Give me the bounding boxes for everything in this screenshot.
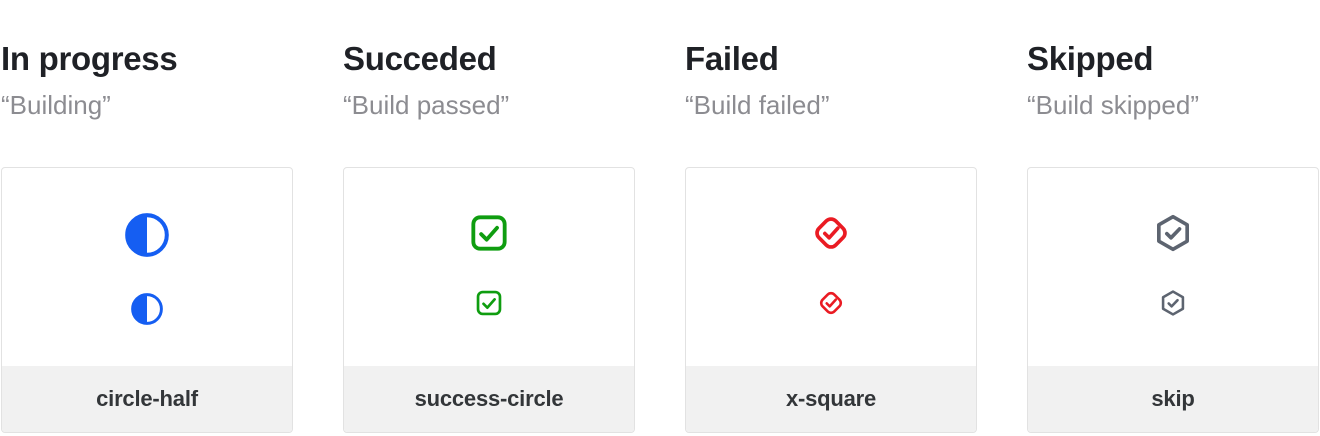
check-diamond-icon-large <box>811 213 851 253</box>
icon-preview-area <box>1028 168 1318 366</box>
status-title: In progress <box>1 40 178 77</box>
circle-half-icon-small <box>131 292 163 325</box>
check-hexagon-icon-small <box>1159 289 1187 317</box>
icon-card: circle-half <box>1 166 293 433</box>
status-subtitle: “Build passed” <box>343 89 510 120</box>
check-diamond-icon-small <box>817 289 845 317</box>
icon-preview-area <box>344 168 634 366</box>
icon-name-label: success-circle <box>344 365 634 432</box>
status-subtitle: “Build skipped” <box>1027 89 1199 120</box>
circle-half-icon-large <box>125 213 169 257</box>
icon-card: success-circle <box>343 166 635 433</box>
icon-card: x-square <box>685 166 977 433</box>
check-hexagon-icon-large <box>1153 213 1193 253</box>
column-in-progress: In progress “Building” circle-half <box>1 0 293 433</box>
check-square-icon-large <box>469 213 509 253</box>
status-title: Failed <box>685 40 779 77</box>
icon-name-label: skip <box>1028 365 1318 432</box>
status-title: Skipped <box>1027 40 1154 77</box>
status-subtitle: “Building” <box>1 89 111 120</box>
icon-name-label: x-square <box>686 365 976 432</box>
icon-card: skip <box>1027 166 1319 433</box>
icon-preview-area <box>2 168 292 366</box>
column-succeded: Succeded “Build passed” success-circle <box>343 0 635 433</box>
column-skipped: Skipped “Build skipped” skip <box>1027 0 1319 433</box>
status-title: Succeded <box>343 40 497 77</box>
icon-name-label: circle-half <box>2 365 292 432</box>
status-subtitle: “Build failed” <box>685 89 830 120</box>
icon-preview-area <box>686 168 976 366</box>
check-square-icon-small <box>475 289 503 317</box>
column-failed: Failed “Build failed” x-square <box>685 0 977 433</box>
